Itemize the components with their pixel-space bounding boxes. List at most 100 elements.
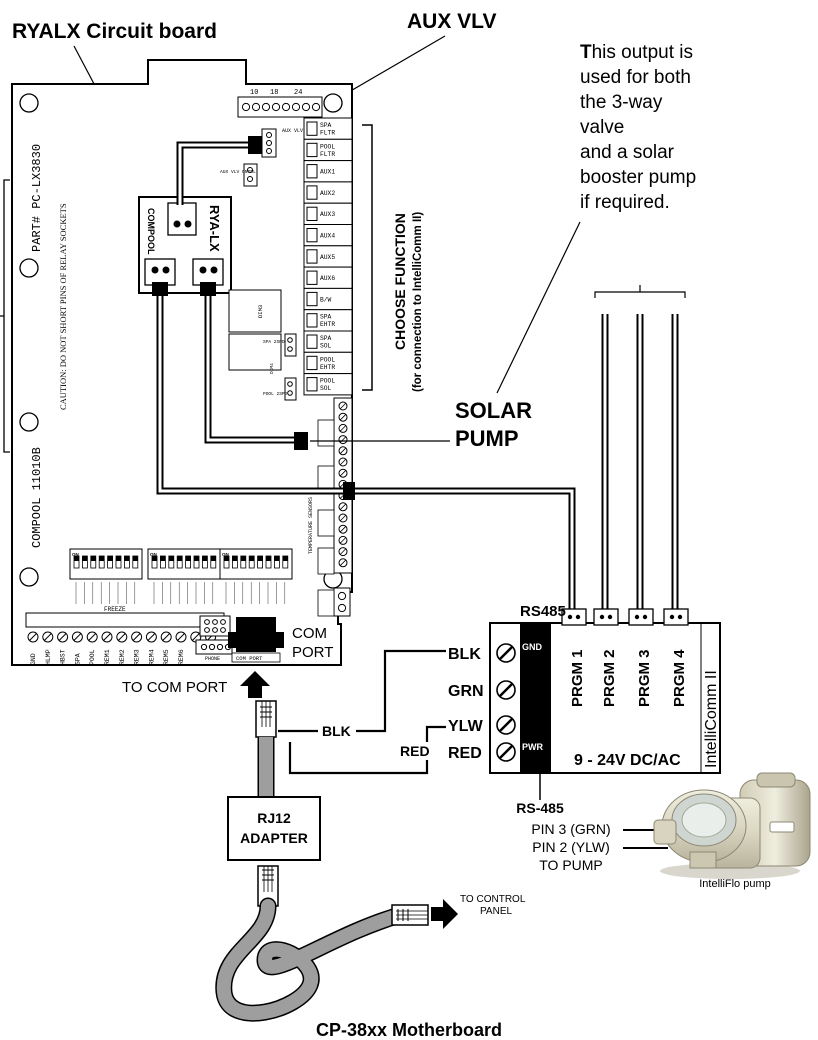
output-note: This output is used for both the 3-way v… xyxy=(580,42,696,213)
terminal-label: HLMP xyxy=(45,649,52,665)
relay-5: AUX4 xyxy=(303,224,353,247)
dip-switch-banks: ON ON ON xyxy=(69,548,293,604)
rj12-label-line2: ADAPTER xyxy=(240,830,308,846)
intellicomm-module: GND PWR IntelliComm II 9 - 24V DC/AC PRG… xyxy=(489,608,721,774)
to-com-port-label: TO COM PORT xyxy=(122,679,227,696)
dip-bank-0: ON xyxy=(69,548,143,604)
intellicomm-brand-text: IntelliComm II xyxy=(703,670,720,768)
aux-vlv-small-text: AUX VLV xyxy=(282,128,303,134)
dip-on-label: ON xyxy=(222,552,229,557)
mounting-hole xyxy=(19,567,39,587)
dip-bank-1: ON xyxy=(147,548,221,604)
to-control-panel-line2: PANEL xyxy=(480,906,512,917)
intellicomm-wire-label: RED xyxy=(448,745,482,762)
relay-label: AUX6 xyxy=(320,275,335,282)
pool-2spd-text: POOL 2SPD xyxy=(263,391,288,397)
solar-pump-plug xyxy=(294,432,308,450)
freeze-text: FREEZE xyxy=(104,606,126,613)
motherboard-outline xyxy=(11,59,353,666)
note-leader xyxy=(496,221,581,394)
choose-function-line2: (for connection to IntelliComm II) xyxy=(412,212,424,392)
part-number-text: PART# PC-LX3830 xyxy=(30,144,44,252)
choose-function-line1: CHOOSE FUNCTION xyxy=(392,213,408,350)
mounting-hole xyxy=(19,93,39,113)
relay-6: AUX5 xyxy=(303,245,353,268)
dim4-box xyxy=(228,333,282,371)
relay-label: B/W xyxy=(320,296,332,303)
compool-module-text: COMPOOL xyxy=(146,208,156,255)
intellicomm-screw-terminals xyxy=(496,643,516,762)
cable-blk-label: BLK xyxy=(322,723,351,739)
bottom-title: CP-38xx Motherboard xyxy=(316,1020,502,1040)
phone-text: PHONE xyxy=(205,656,220,662)
choose-function-bracket xyxy=(362,124,373,391)
pwr-text: PWR xyxy=(522,742,543,752)
mounting-hole xyxy=(19,412,39,432)
spa-2spd-text: SPA 2SPD xyxy=(263,339,285,345)
ryalx-module: COMPOOL RYA-LX xyxy=(138,196,232,294)
intellicomm-wire-label: GRN xyxy=(448,683,484,700)
rj12-plug-bottom xyxy=(257,865,279,907)
top-connector-number: 24 xyxy=(294,89,302,97)
dip-bank-2: ON xyxy=(219,548,293,604)
to-com-port-arrow xyxy=(240,671,270,698)
dip-on-label: ON xyxy=(150,552,157,557)
solar-pump-label-line2: PUMP xyxy=(455,426,519,451)
note-line7: if required. xyxy=(580,192,670,213)
note-line4: valve xyxy=(580,117,624,138)
aux-vlv-header: AUX VLV AUX VLV CNTRL xyxy=(220,128,303,187)
com-port-label-line1: COM xyxy=(292,625,327,642)
prgm-label: PRGM 1 xyxy=(569,649,586,707)
to-pump-text: TO PUMP xyxy=(539,857,603,873)
rj12-plug-side xyxy=(391,904,429,926)
top-connector-number: 18 xyxy=(270,89,278,97)
prgm-label: PRGM 2 xyxy=(601,649,618,707)
aux-vlv-cntrl-text: AUX VLV CNTRL xyxy=(220,169,256,175)
relay-8: B/W xyxy=(303,287,353,311)
ryalx-module-text: RYA-LX xyxy=(207,205,222,252)
top-connector: 10 18 24 xyxy=(237,89,323,118)
com-port-label-line2: PORT xyxy=(292,644,333,661)
terminal-label: REM1 xyxy=(104,649,111,665)
pin3-text: PIN 3 (GRN) xyxy=(531,821,610,837)
intelliflo-pump-label: IntelliFlo pump xyxy=(699,878,771,890)
red-wire xyxy=(288,725,446,775)
gnd-text: GND xyxy=(522,642,543,652)
note-line5: and a solar xyxy=(580,142,675,163)
intellicomm-wire-label: YLW xyxy=(448,718,484,735)
com-port-connector: COM PORT xyxy=(228,617,284,663)
note-line6: booster pump xyxy=(580,167,696,188)
ryalx-circuit-board-label: RYALX Circuit board xyxy=(12,20,217,43)
dim3-box xyxy=(228,289,282,333)
dim4-text: DIM4 xyxy=(269,363,275,374)
prgm-label: PRGM 3 xyxy=(636,649,653,707)
relay-4: AUX3 xyxy=(303,202,353,225)
com-port-small-text: COM PORT xyxy=(236,655,263,662)
rs485-label: RS485 xyxy=(520,603,566,620)
intelliflo-pump-image xyxy=(653,772,811,879)
note-line3: the 3-way xyxy=(580,92,663,113)
dim3-text: DIM3 xyxy=(257,305,264,318)
rj12-plug-top xyxy=(255,700,277,738)
prgm-connectors xyxy=(561,608,689,626)
relay-3: AUX2 xyxy=(303,181,353,204)
relay-7: AUX6 xyxy=(303,266,353,289)
relay-label: AUX5 xyxy=(320,254,335,261)
terminal-label: REM2 xyxy=(119,649,126,665)
compool-board-text: COMPOOL 11010B xyxy=(30,447,44,548)
relay-label: AUX2 xyxy=(320,190,335,197)
terminal-label: REM5 xyxy=(163,649,170,665)
intellicomm-wire-label: BLK xyxy=(448,646,481,663)
aux-vlv-label: AUX VLV xyxy=(407,10,496,33)
intellicomm-wire-labels: BLK GRN YLW RED xyxy=(448,646,484,762)
